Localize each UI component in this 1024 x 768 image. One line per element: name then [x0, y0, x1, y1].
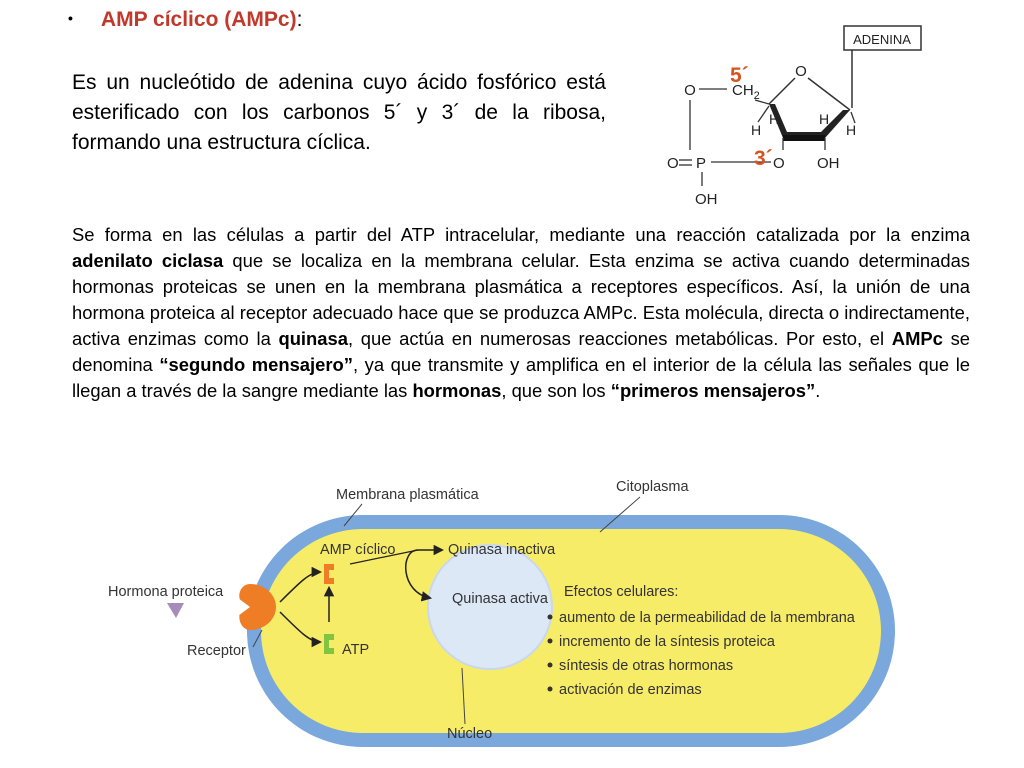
- label-nucleo: Núcleo: [447, 726, 492, 742]
- body-text: se denomina: [72, 328, 970, 375]
- amp-symbol: [324, 564, 334, 584]
- oh-2prime: OH: [817, 155, 840, 172]
- section-heading: • AMP cíclico (AMPc):: [68, 8, 302, 32]
- label-membrana: Membrana plasmática: [336, 487, 480, 503]
- receptor: [239, 584, 276, 630]
- h-c1: H: [846, 122, 856, 138]
- adenina-box: [843, 25, 922, 51]
- term-adenilato-ciclasa: adenilato ciclasa: [72, 250, 224, 271]
- label-receptor: Receptor: [187, 643, 246, 659]
- h-c2-top: H: [819, 111, 829, 127]
- cytoplasm: [261, 529, 881, 733]
- label-quinasa-inactiva: Quinasa inactiva: [448, 542, 556, 558]
- cell-signaling-diagram: Membrana plasmática Citoplasma Hormona p…: [108, 479, 895, 747]
- efecto-item: activación de enzimas: [559, 682, 702, 698]
- label-3prime: 3´: [754, 147, 773, 170]
- body-text: que se localiza en la membrana celular. …: [72, 250, 970, 349]
- term-primeros-mensajeros: “primeros mensajeros”: [610, 380, 816, 401]
- o-3prime: O: [773, 155, 785, 172]
- body-text: Se forma en las células a partir del ATP…: [72, 224, 970, 245]
- term-ampc: AMPc: [891, 328, 943, 349]
- ring-oxygen: O: [795, 63, 807, 80]
- label-citoplasma: Citoplasma: [616, 479, 689, 495]
- label-atp: ATP: [342, 642, 369, 658]
- body-text: , ya que transmite y amplifica en el int…: [72, 354, 971, 401]
- body-paragraph: Se forma en las células a partir del ATP…: [72, 222, 970, 404]
- body-text: .: [815, 380, 821, 401]
- h-c4: H: [751, 122, 761, 138]
- label-quinasa-activa: Quinasa activa: [452, 591, 549, 607]
- efecto-item: incremento de la síntesis proteica: [559, 634, 776, 650]
- term-segundo-mensajero: “segundo mensajero”: [159, 354, 353, 375]
- oh-phosphate: OH: [695, 191, 718, 208]
- label-5prime: 5´: [730, 64, 749, 87]
- phosphorus: P: [696, 155, 706, 172]
- efectos-title: Efectos celulares:: [564, 584, 678, 600]
- h-c3-top: H: [769, 111, 779, 127]
- nucleus: [427, 544, 553, 670]
- term-quinasa: quinasa: [278, 328, 348, 349]
- o-5prime: O: [684, 82, 696, 99]
- intro-paragraph: Es un nucleótido de adenina cuyo ácido f…: [72, 71, 606, 154]
- efecto-item: aumento de la permeabilidad de la membra…: [559, 610, 856, 626]
- atp-symbol: [324, 634, 334, 654]
- bullet: •: [68, 10, 73, 26]
- ch2-group: CH2: [732, 82, 760, 102]
- heading-colon: :: [296, 8, 303, 31]
- o-double: O: [667, 155, 679, 172]
- body-text: , que son los: [501, 380, 611, 401]
- label-hormona: Hormona proteica: [108, 584, 224, 600]
- heading-title: AMP cíclico (AMPc): [100, 8, 297, 31]
- label-amp: AMP cíclico: [320, 542, 395, 558]
- term-hormonas: hormonas: [412, 380, 502, 401]
- hormone-triangle: [167, 603, 184, 618]
- efectos-list: aumento de la permeabilidad de la membra…: [547, 610, 856, 698]
- camp-structure-diagram: ADENINA O H H H H O CH2 O OH O P OH 5´ 3…: [667, 25, 922, 208]
- efecto-item: síntesis de otras hormonas: [559, 658, 733, 674]
- adenina-label: ADENINA: [853, 32, 911, 47]
- body-text: , que actúa en numerosas reacciones meta…: [347, 328, 892, 349]
